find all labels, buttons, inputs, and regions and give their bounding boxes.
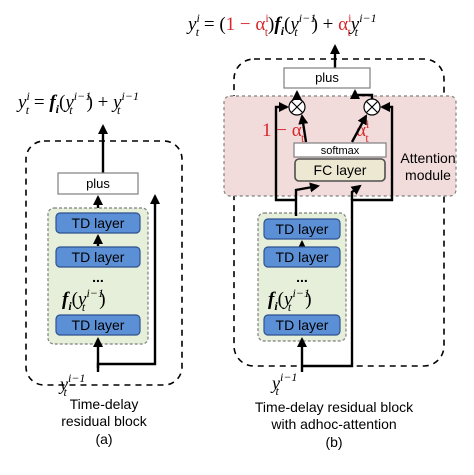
- plus-box-b: [283, 67, 371, 89]
- fc-layer-label: FC layer: [314, 162, 367, 178]
- weight-left-arrow: [298, 114, 309, 143]
- td-layer-a-1: [55, 212, 141, 234]
- td-layer-a-3: [55, 314, 141, 336]
- td-layer-a-3-label: TD layer: [72, 317, 125, 333]
- softmax-box: [293, 142, 387, 158]
- caption-a-line2: residual block: [61, 413, 148, 429]
- attention-label-line2: module: [405, 167, 451, 183]
- skip-path-a: [96, 197, 157, 368]
- td-layer-b-3: [263, 314, 341, 336]
- attention-label-line1: Attention: [400, 150, 455, 166]
- weight-right-arrow: [350, 114, 368, 143]
- td-layer-b-1: [263, 218, 341, 240]
- caption-a-line1: Time-delay: [70, 396, 139, 412]
- td-layer-b-1-label: TD layer: [276, 221, 329, 237]
- multiply-right-icon: [366, 101, 378, 113]
- td-to-mult-left-arrow: [274, 101, 296, 202]
- caption-b-line1: Time-delay residual block: [255, 399, 414, 415]
- td-stack-a: [47, 207, 149, 345]
- multiply-left-icon: [291, 101, 303, 113]
- td-layer-a-2-label: TD layer: [72, 249, 125, 265]
- td-stack-b: [257, 212, 347, 342]
- softmax-label: softmax: [321, 145, 360, 157]
- td-layer-a-1-label: TD layer: [72, 215, 125, 231]
- td-to-fc-arrow: [294, 182, 320, 216]
- plus-box-a: [57, 172, 139, 195]
- caption-a-line3: (a): [95, 431, 112, 447]
- td-layer-b-2: [263, 246, 341, 268]
- dots-a: ...: [92, 269, 104, 285]
- plus-label-b: plus: [315, 70, 339, 85]
- caption-b-line2: with adhoc-attention: [270, 416, 396, 432]
- td-layer-b-3-label: TD layer: [276, 317, 329, 333]
- fc-layer-box: [294, 158, 386, 182]
- mult-right-to-plus: [349, 88, 374, 100]
- td-layer-a-2: [55, 246, 141, 268]
- td-layer-b-2-label: TD layer: [276, 249, 329, 265]
- caption-b-line3: (b): [325, 434, 342, 450]
- skip-to-fc-arrow: [350, 184, 362, 200]
- plus-label-a: plus: [86, 176, 110, 191]
- dots-b: ...: [296, 269, 308, 285]
- skip-to-mult-right-arrow: [302, 101, 394, 368]
